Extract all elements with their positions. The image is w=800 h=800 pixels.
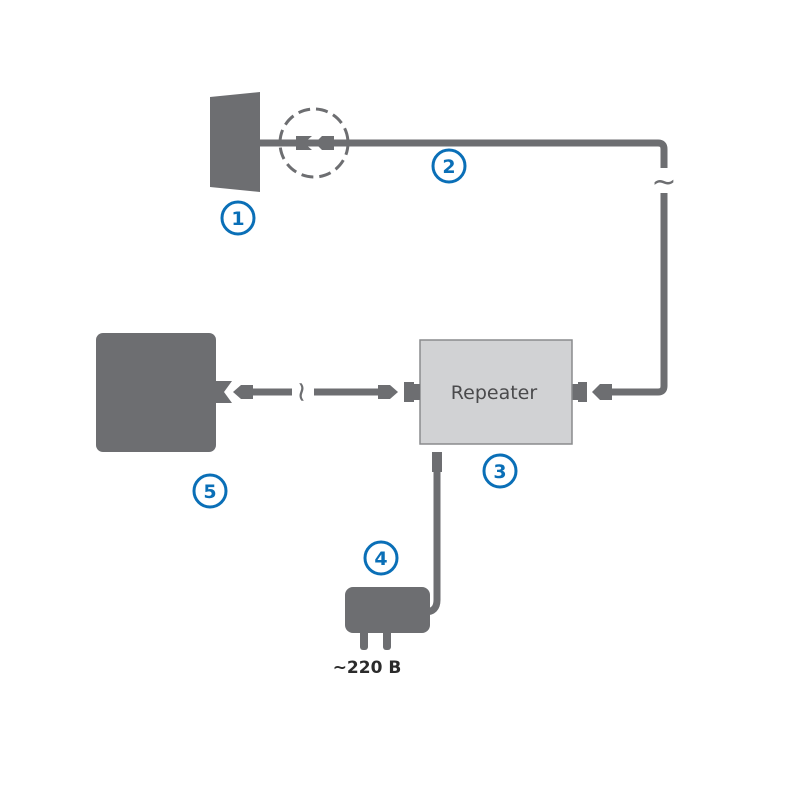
cable-outdoor-to-repeater — [260, 139, 668, 396]
connector-male — [315, 136, 334, 150]
indoor-antenna-connector — [216, 381, 232, 403]
cable-plug-indoor — [233, 385, 253, 399]
badge-1: 1 — [220, 200, 256, 236]
adapter-prong-left — [360, 630, 368, 650]
cable-plug-repeater-left — [378, 385, 398, 399]
repeater-connector-left-nut — [404, 382, 414, 402]
cable-break-symbol: ~ — [651, 165, 676, 200]
power-plug-connector — [432, 452, 442, 472]
voltage-label: ~220 B — [333, 658, 402, 678]
power-adapter — [345, 587, 430, 633]
repeater-connector-left — [414, 384, 420, 400]
badge-4-number: 4 — [374, 548, 387, 570]
repeater-label: Repeater — [451, 382, 538, 404]
badge-5-number: 5 — [203, 481, 216, 503]
badge-3-number: 3 — [493, 461, 506, 483]
badge-4: 4 — [363, 540, 399, 576]
cable-plug-right — [592, 384, 612, 400]
badge-3: 3 — [482, 453, 518, 489]
connector-female — [296, 136, 312, 150]
badge-5: 5 — [192, 473, 228, 509]
indoor-antenna — [96, 333, 216, 452]
repeater-box — [419, 339, 573, 445]
cable-break-symbol-indoor: ~ — [286, 380, 319, 403]
repeater-connector-right — [572, 384, 578, 400]
badge-2: 2 — [431, 148, 467, 184]
badge-2-number: 2 — [442, 156, 455, 178]
repeater-connector-right-nut — [578, 382, 587, 402]
connection-highlight-circle — [278, 107, 350, 179]
badge-1-number: 1 — [231, 208, 244, 230]
outdoor-antenna — [210, 92, 260, 192]
adapter-prong-right — [383, 630, 391, 650]
